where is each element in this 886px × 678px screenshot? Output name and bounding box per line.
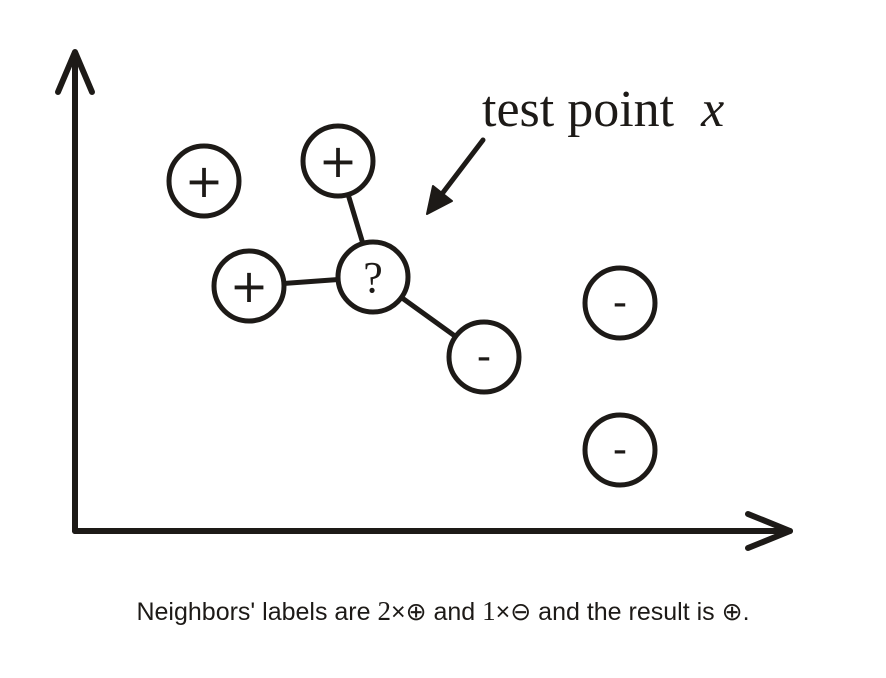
annotation-arrow-head	[426, 185, 453, 215]
caption: Neighbors' labels are 2×⊕ and 1×⊖ and th…	[0, 596, 886, 627]
node-circle	[300, 123, 376, 199]
caption-times-positive: ×	[390, 598, 406, 626]
node-circle	[582, 265, 658, 341]
caption-times-negative: ×	[495, 598, 511, 626]
node-circle	[582, 412, 658, 488]
node-plus-2: +	[300, 123, 376, 199]
caption-result-symbol: ⊕	[721, 598, 743, 626]
node-plus-1: +	[166, 143, 242, 219]
node-plus-3: +	[211, 248, 287, 324]
caption-before: Neighbors' labels are	[136, 598, 378, 626]
caption-negative-symbol: ⊖	[510, 598, 532, 626]
data-points: +++?---	[166, 123, 658, 488]
node-label: ?	[363, 253, 383, 302]
annotation-variable: x	[700, 81, 724, 138]
x-axis-arrowhead	[745, 511, 793, 551]
node-circle	[211, 248, 287, 324]
node-test: ?	[335, 239, 411, 315]
caption-positive-symbol: ⊕	[405, 598, 427, 626]
caption-middle: and	[426, 598, 483, 626]
caption-count-negative: 1	[482, 596, 496, 626]
node-circle	[335, 239, 411, 315]
node-label: +	[230, 259, 269, 313]
caption-count-positive: 2	[377, 596, 391, 626]
node-label: -	[613, 280, 627, 326]
node-circle	[166, 143, 242, 219]
node-label: -	[477, 334, 491, 380]
caption-after: and the result is	[531, 598, 722, 626]
annotation-text: test point	[482, 81, 675, 138]
node-minus-1: -	[446, 319, 522, 395]
node-label: -	[613, 427, 627, 473]
node-minus-3: -	[582, 412, 658, 488]
y-axis-arrowhead	[55, 49, 95, 95]
caption-end: .	[742, 598, 750, 626]
node-circle	[446, 319, 522, 395]
annotation-label: test point x	[482, 81, 724, 138]
node-minus-2: -	[582, 265, 658, 341]
node-label: +	[185, 154, 224, 208]
node-label: +	[319, 134, 358, 188]
